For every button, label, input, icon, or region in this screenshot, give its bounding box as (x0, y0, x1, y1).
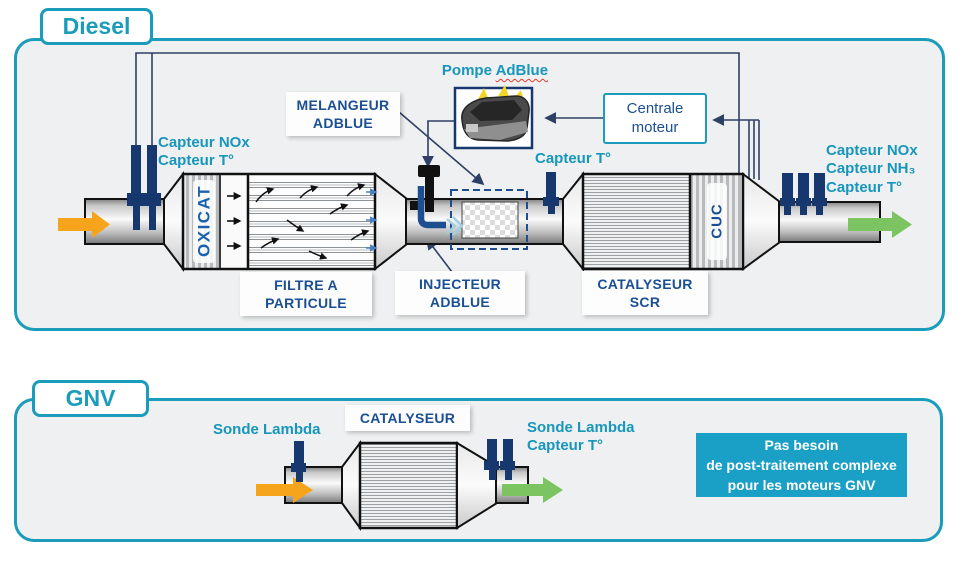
capteur-t-gnv-label: Capteur T° (527, 437, 604, 455)
centrale-moteur-box: Centrale moteur (603, 93, 707, 144)
gnv-panel-title: GNV (32, 380, 149, 417)
injecteur-adblue-label: INJECTEUR ADBLUE (395, 271, 525, 316)
mid-sensor-label: Capteur T° (535, 150, 611, 168)
pompe-adblue-label: Pompe AdBlue (441, 62, 549, 79)
left-sensor-labels: Capteur NOx Capteur T° (158, 134, 250, 171)
right-sensor-labels: Capteur NOx Capteur NH₃ Capteur T° (826, 142, 918, 197)
capteur-nh3-right-label: Capteur NH₃ (826, 160, 916, 178)
diesel-title-text: Diesel (62, 13, 131, 39)
gnv-right-sensor-labels: Sonde Lambda Capteur T° (527, 419, 635, 456)
capteur-t-mid-label: Capteur T° (535, 150, 612, 167)
sonde-lambda-left-label: Sonde Lambda (213, 421, 321, 438)
capteur-t-left-label: Capteur T° (158, 152, 235, 170)
capteur-nox-right-label: Capteur NOx (826, 142, 918, 159)
capteur-t-right-label: Capteur T° (826, 178, 903, 196)
gnv-info-box: Pas besoin de post-traitement complexe p… (696, 433, 907, 497)
filtre-a-particule-label: FILTRE A PARTICULE (240, 272, 372, 317)
catalyseur-scr-label: CATALYSEUR SCR (582, 271, 708, 316)
gnv-catalyseur-label: CATALYSEUR (345, 405, 470, 432)
melangeur-adblue-label: MELANGEUR ADBLUE (286, 92, 400, 137)
gnv-left-sensor-label: Sonde Lambda (213, 421, 321, 439)
sonde-lambda-right-label: Sonde Lambda (527, 419, 635, 436)
adblue-misspell-underline: AdBlue (495, 62, 549, 79)
gnv-title-text: GNV (65, 385, 116, 411)
diesel-panel-title: Diesel (40, 8, 153, 45)
capteur-nox-left-label: Capteur NOx (158, 134, 250, 151)
